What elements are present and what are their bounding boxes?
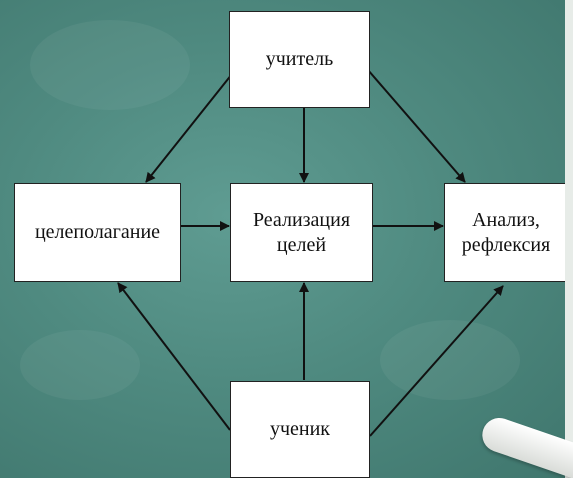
chalk-smudge — [30, 20, 190, 110]
node-student: ученик — [230, 381, 370, 478]
chalk-smudge — [380, 320, 520, 400]
node-realization-label: Реализация целей — [252, 208, 351, 256]
node-goal-setting-label: целеполагание — [34, 221, 161, 243]
node-goal-setting: целеполагание — [14, 183, 181, 282]
node-teacher: учитель — [229, 11, 370, 108]
node-analysis-label: Анализ, рефлексия — [461, 208, 551, 256]
node-student-label: ученик — [269, 418, 331, 440]
arrow-student-to-goal-setting — [117, 282, 231, 431]
node-analysis: Анализ, рефлексия — [444, 183, 568, 282]
chalk-smudge — [20, 330, 140, 400]
board-frame-edge — [565, 0, 573, 478]
node-realization: Реализация целей — [230, 183, 373, 282]
node-teacher-label: учитель — [265, 48, 334, 70]
arrow-teacher-to-analysis — [367, 69, 466, 183]
arrow-student-to-analysis — [369, 285, 504, 437]
arrow-teacher-to-goal-setting — [145, 73, 233, 183]
